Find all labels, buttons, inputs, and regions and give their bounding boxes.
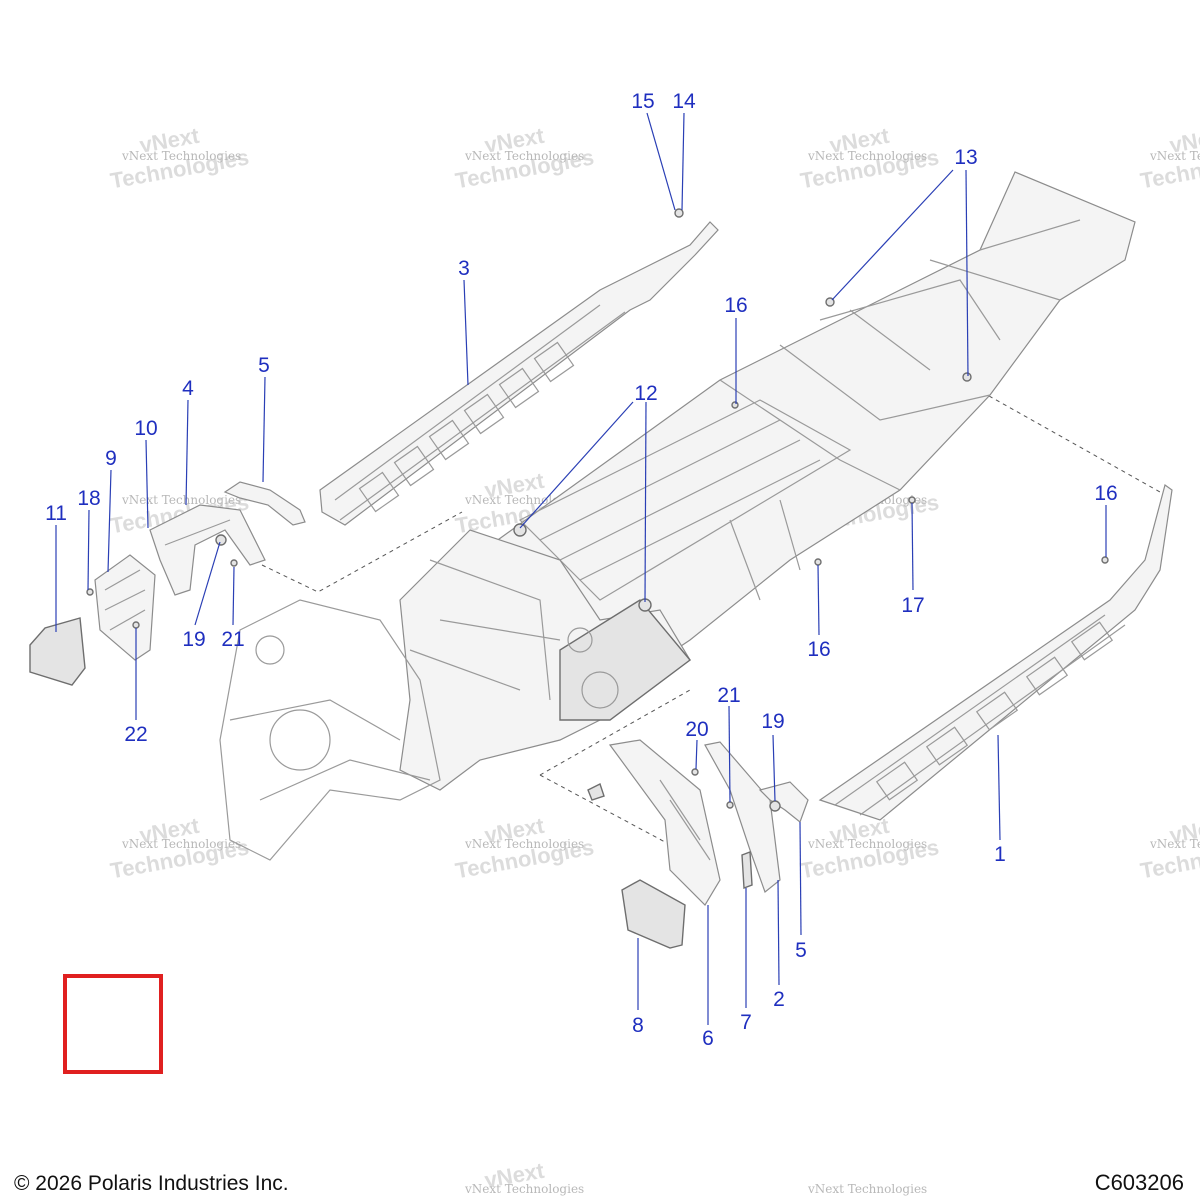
part-2-bracket-right	[704, 741, 781, 893]
watermark-text: vNext Technologies	[464, 837, 584, 851]
hardware	[86, 297, 1109, 812]
callout-16-top: 16	[724, 294, 747, 317]
callout-16-mid: 16	[807, 638, 830, 661]
part-5-handle-left	[223, 481, 306, 526]
callout-numbers: 15 14 13 3 16 12 5 4 10 9 18 11 19 21 22…	[45, 90, 1118, 1050]
callout-18: 18	[77, 487, 100, 510]
callout-12: 12	[634, 382, 657, 405]
watermark-text: vNext Technologies	[807, 149, 927, 163]
selection-box[interactable]	[63, 974, 163, 1074]
callout-10: 10	[134, 417, 157, 440]
front-frame-faint	[219, 599, 441, 861]
callout-8: 8	[632, 1014, 644, 1037]
copyright-text: © 2026 Polaris Industries Inc.	[14, 1172, 289, 1195]
callout-22: 22	[124, 723, 147, 746]
callout-21-left: 21	[221, 628, 244, 651]
watermark-text: vNext Technologies	[464, 149, 584, 163]
watermark-text: vNext Technologies	[807, 837, 927, 851]
callout-2: 2	[773, 988, 785, 1011]
callout-15: 15	[631, 90, 654, 113]
callout-21-right: 21	[717, 684, 740, 707]
callout-19-right: 19	[761, 710, 784, 733]
watermark-text: vNext Technologies	[121, 149, 241, 163]
callout-5-right: 5	[795, 939, 807, 962]
part-11-pad-left	[29, 617, 86, 686]
callout-3: 3	[458, 257, 470, 280]
part-3-running-board-left	[319, 208, 719, 526]
watermark-text: vNext Technologies	[1149, 149, 1200, 163]
callout-19-left: 19	[182, 628, 205, 651]
part-8-pad-right	[621, 879, 686, 949]
diagram-code: C603206	[1094, 1170, 1184, 1195]
callout-6: 6	[702, 1027, 714, 1050]
assembly-dashed-lines	[261, 391, 1161, 843]
watermark-text: vNext Technologies	[464, 1182, 584, 1196]
front-bulkhead	[399, 529, 692, 791]
callout-13: 13	[954, 146, 977, 169]
callout-7: 7	[740, 1011, 752, 1034]
callout-14: 14	[672, 90, 696, 113]
part-7-strip	[741, 851, 753, 889]
callout-1: 1	[994, 843, 1006, 866]
watermark-text: vNext Technologies	[1149, 837, 1200, 851]
callout-9: 9	[105, 447, 117, 470]
part-1-running-board-right	[818, 484, 1173, 821]
callout-11: 11	[45, 502, 67, 525]
callout-5-left: 5	[258, 354, 270, 377]
part-9-side-panel-left	[94, 554, 156, 661]
callout-20: 20	[685, 718, 708, 741]
part-4-bracket-left	[149, 504, 266, 596]
part-6-side-panel-right	[608, 739, 721, 906]
watermark-text: vNext Technologies	[807, 1182, 927, 1196]
callout-16-right: 16	[1094, 482, 1117, 505]
watermark-text: vNext Technologies	[121, 837, 241, 851]
callout-4: 4	[182, 377, 194, 400]
callout-17: 17	[901, 594, 924, 617]
leader-lines	[55, 112, 1107, 1025]
watermark-text: vNext Technologies	[121, 493, 241, 507]
